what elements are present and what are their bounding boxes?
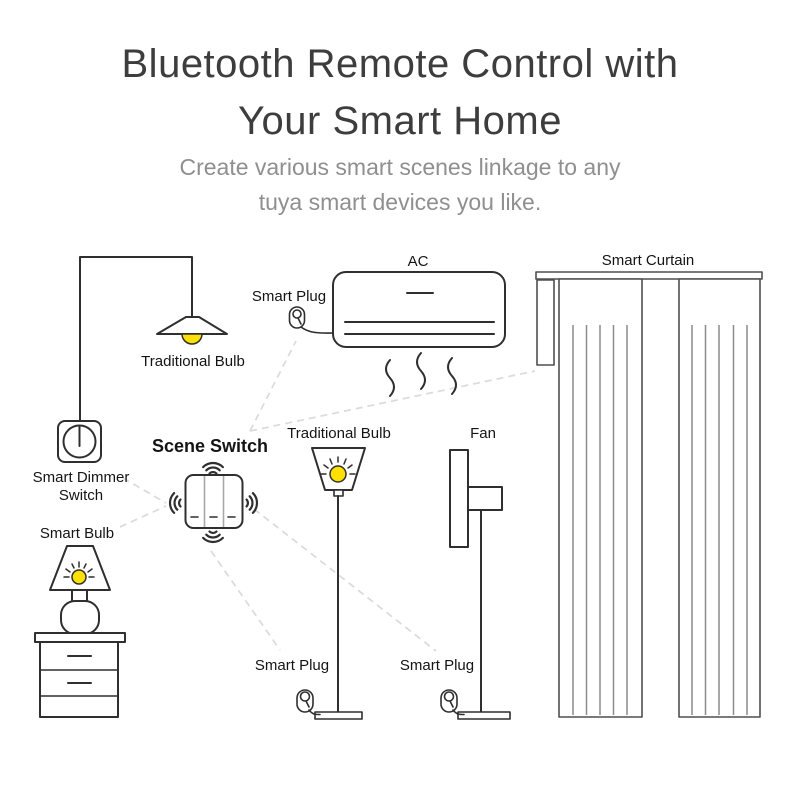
lamp-plug-label: Smart Plug [255,657,329,674]
ac-plug-label: Smart Plug [252,288,326,305]
page-title-line1: Bluetooth Remote Control with [121,42,679,86]
pendant-bulb [181,333,203,345]
dimmer-label-line2: Switch [59,487,103,504]
smart-bulb-label: Smart Bulb [40,525,114,542]
ac-body [332,271,506,348]
floor-lamp-socket [333,489,344,497]
fan-motor [467,486,503,511]
plug-cord [452,709,465,716]
floor-lamp-base [314,711,363,720]
fan-blade-guard [449,449,469,548]
pendant-shade [156,316,228,335]
ac-smart-plug-icon: Smart Plug [252,288,334,334]
plug-hole [443,691,455,702]
pendant-bulb-label: Traditional Bulb [141,353,245,370]
plug-pin [449,700,454,708]
wifi-signal-left-icon [168,492,182,514]
fan-smart-plug-icon: Smart Plug [400,657,474,716]
scene-switch-label: Scene Switch [152,436,268,456]
floor-bulb-label: Traditional Bulb [287,425,391,442]
lamp-vase [60,600,100,635]
ac-label: AC [408,253,429,270]
plug-pin [305,700,310,708]
link-scene-to-lamp-plug [210,550,281,651]
link-scene-to-smart-bulb [119,505,167,528]
floor-bulb-glow-icon [320,456,356,483]
header: Bluetooth Remote Control with Your Smart… [0,36,800,220]
link-scene-to-dimmer [122,477,167,504]
page-subtitle-line1: Create various smart scenes linkage to a… [179,154,621,180]
smart-bulb-lamp-icon: Smart Bulb [34,525,126,718]
plug-cord [308,709,321,716]
plug-pin [297,317,302,325]
smart-dimmer-switch-icon: Smart Dimmer Switch [33,420,130,504]
pendant-lamp-icon: Traditional Bulb [79,256,245,422]
scene-switch-icon: Scene Switch [152,436,268,544]
ac-unit-icon: AC [332,253,506,397]
floor-lamp-icon: Traditional Bulb [287,425,391,720]
wifi-signal-right-icon [245,492,259,514]
lamp-smart-plug-icon: Smart Plug [255,657,329,716]
plug-hole [299,691,311,702]
wifi-signal-top-icon [202,461,224,475]
ac-airflow-icon [385,352,457,397]
plug-cord [300,326,334,334]
fan-base [457,711,511,720]
smart-bulb-glow-icon [63,561,95,585]
nightstand-top [34,632,126,643]
plug-hole [292,309,302,319]
fan-label: Fan [470,425,496,442]
link-scene-to-fan-plug [253,508,437,652]
connection-lines [119,340,536,652]
curtain-rail [535,271,763,280]
link-scene-to-curtain [249,370,536,432]
fan-icon: Fan [449,425,511,720]
page-subtitle-line2: tuya smart devices you like. [258,189,542,215]
fan-plug-label: Smart Plug [400,657,474,674]
curtain-folds-left [572,325,628,715]
dimmer-knob [62,424,97,459]
dimmer-label-line1: Smart Dimmer [33,469,130,486]
pendant-cord [79,256,193,422]
curtain-label: Smart Curtain [602,252,695,269]
nightstand-body [39,641,119,718]
link-scene-to-ac-plug [249,340,297,432]
wifi-signal-bottom-icon [202,530,224,544]
smart-curtain-icon: Smart Curtain [535,252,763,718]
curtain-folds-right [691,325,748,715]
scene-switch-body [184,474,244,529]
table-lamp-shade [49,545,111,591]
curtain-motor [536,279,555,366]
page-title-line2: Your Smart Home [238,99,562,143]
